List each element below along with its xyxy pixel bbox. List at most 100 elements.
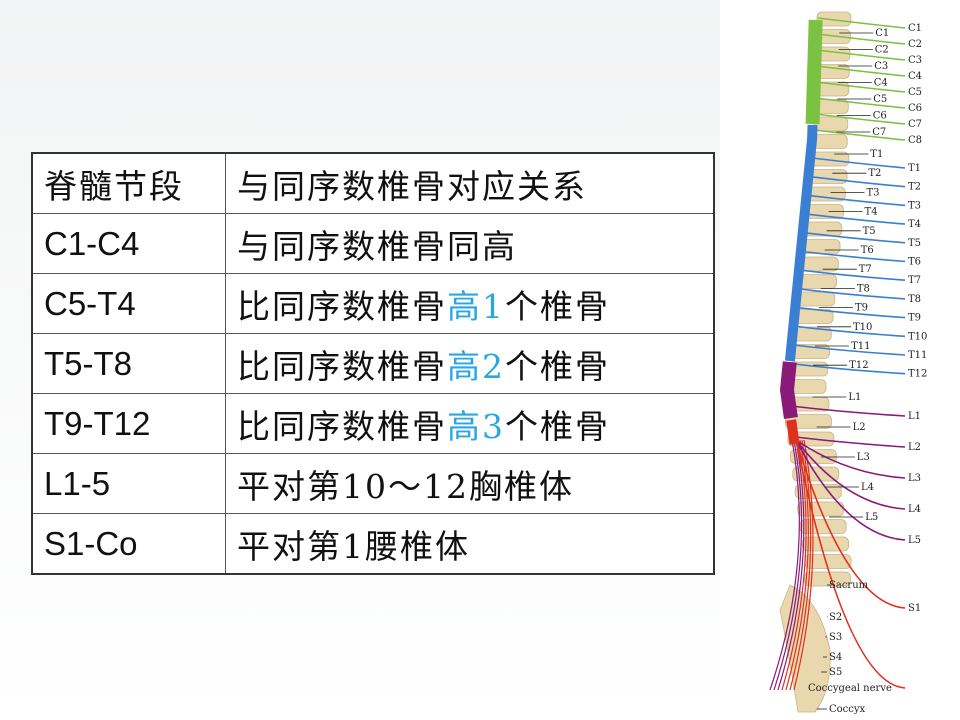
segment-cell: C5-T4: [31, 273, 226, 334]
vertebra-label: C4: [874, 78, 888, 89]
nerve-root: [795, 439, 906, 541]
nerve-root: [816, 49, 906, 61]
vertebra-label: C1: [875, 28, 889, 39]
relation-suffix: 个椎骨: [505, 286, 610, 326]
vertebra-label: T8: [857, 283, 870, 294]
relation-text: 与同序数椎骨同高: [237, 226, 517, 266]
nerve-root: [817, 33, 906, 45]
relation-text: 比同序数椎骨: [237, 286, 447, 326]
spine-illustration: C1C2C3C4C5C6C7C8T1T2T3T4T5T6T7T8T9T10T11…: [769, 11, 927, 715]
vertebra: [802, 536, 849, 552]
nerve-label: C1: [908, 23, 922, 34]
cauda-equina-strand: [777, 439, 805, 691]
table-row: S1-Co 平对第1腰椎体: [31, 513, 715, 575]
relation-cell: 平对第1腰椎体: [225, 513, 715, 575]
vertebra-label: C5: [873, 94, 887, 105]
vertebra-label: L2: [853, 422, 866, 433]
relation-highlight: 高1: [447, 286, 505, 326]
vertebra-label: T9: [855, 303, 868, 314]
spinal-cord-group: [779, 19, 823, 445]
vertebra-label: T11: [851, 341, 870, 352]
vertebra-label: C3: [874, 61, 888, 72]
segment-cell: T5-T8: [31, 333, 226, 394]
nerve-root: [814, 129, 906, 141]
header-segment: 脊髓节段: [31, 152, 226, 214]
nerve-label: C5: [908, 87, 922, 98]
nerve-root: [804, 232, 906, 244]
vertebra: [812, 134, 848, 149]
relation-cell: 比同序数椎骨高1个椎骨: [225, 273, 715, 334]
vertebra: [799, 519, 847, 534]
nerve-label: C2: [908, 39, 922, 50]
nerve-label: T6: [908, 257, 921, 268]
table-row: L1-5 平对第10～12胸椎体: [31, 453, 715, 514]
nerve-label: C3: [908, 55, 922, 66]
nerve-label: C6: [908, 103, 922, 114]
segment-cell: L1-5: [31, 453, 226, 514]
nerve-root: [797, 306, 906, 319]
vertebra-label: L3: [857, 452, 870, 463]
vertebra-label: T6: [861, 245, 874, 256]
nerve-root: [808, 194, 906, 207]
nerve-label: T8: [908, 294, 921, 305]
table-header-row: 脊髓节段 与同序数椎骨对应关系: [31, 152, 715, 214]
nerve-roots-group: [769, 17, 906, 691]
nerve-root: [815, 81, 906, 93]
nerve-root: [810, 175, 906, 188]
nerve-root: [795, 439, 906, 479]
vertebra-label: T7: [859, 264, 872, 275]
relation-highlight: 高2: [447, 346, 505, 386]
nerve-label: L1: [908, 411, 921, 422]
vertebra-label: T5: [863, 226, 876, 237]
nerve-root: [795, 439, 906, 689]
nerve-root: [795, 325, 906, 338]
nerve-label: T5: [908, 238, 921, 249]
cauda-equina-strand: [773, 439, 803, 691]
nerve-root: [791, 405, 906, 417]
header-relation: 与同序数椎骨对应关系: [225, 152, 715, 214]
cauda-equina-strand: [793, 439, 814, 691]
nerve-label: T10: [908, 331, 927, 342]
vertebra-label: C7: [872, 127, 886, 138]
nerve-root: [795, 436, 906, 448]
segment-cell: S1-Co: [31, 513, 226, 575]
sacral-cord: [786, 419, 800, 445]
correspondence-table: 脊髓节段 与同序数椎骨对应关系 C1-C4 与同序数椎骨同高 C5-T4 比同序…: [31, 152, 715, 575]
cauda-equina-strand: [785, 439, 809, 691]
relation-text: 平对第1腰椎体: [237, 526, 470, 566]
lumbar-cord: [779, 361, 798, 419]
vertebra-label: S3: [829, 632, 842, 643]
table-row: C1-C4 与同序数椎骨同高: [31, 213, 715, 274]
cervical-cord: [805, 19, 823, 125]
vertebra-label: T3: [866, 187, 879, 198]
nerve-label: C8: [908, 135, 922, 146]
nerve-label: T2: [908, 182, 921, 193]
nerve-label: T4: [908, 219, 921, 230]
relation-suffix: 个椎骨: [505, 406, 610, 446]
nerve-root: [795, 439, 906, 609]
vertebra-label: Coccyx: [829, 704, 866, 715]
nerve-label: T3: [908, 200, 921, 211]
vertebra-label: S5: [829, 667, 842, 678]
vertebra-label: C6: [873, 111, 887, 122]
nerve-root: [816, 65, 906, 77]
relation-suffix: 个椎骨: [505, 346, 610, 386]
vertebra-label: L4: [861, 482, 874, 493]
nerve-label: L4: [908, 504, 921, 515]
nerve-root: [815, 97, 906, 109]
cauda-equina-strand: [789, 439, 812, 691]
nerve-label: L3: [908, 473, 921, 484]
nerve-label: T12: [908, 369, 927, 380]
nerve-label: S1: [908, 603, 921, 614]
segment-cell: T9-T12: [31, 393, 226, 454]
nerve-root: [817, 17, 906, 29]
relation-cell: 比同序数椎骨高3个椎骨: [225, 393, 715, 454]
vertebra-label: T10: [853, 322, 872, 333]
nerve-root: [802, 250, 906, 263]
relation-text: 平对第10～12胸椎体: [237, 466, 574, 506]
table-row: C5-T4 比同序数椎骨高1个椎骨: [31, 273, 715, 334]
vertebra-label: S2: [829, 612, 842, 623]
vertebra-label: C2: [875, 45, 889, 56]
relation-text: 比同序数椎骨: [237, 406, 447, 446]
